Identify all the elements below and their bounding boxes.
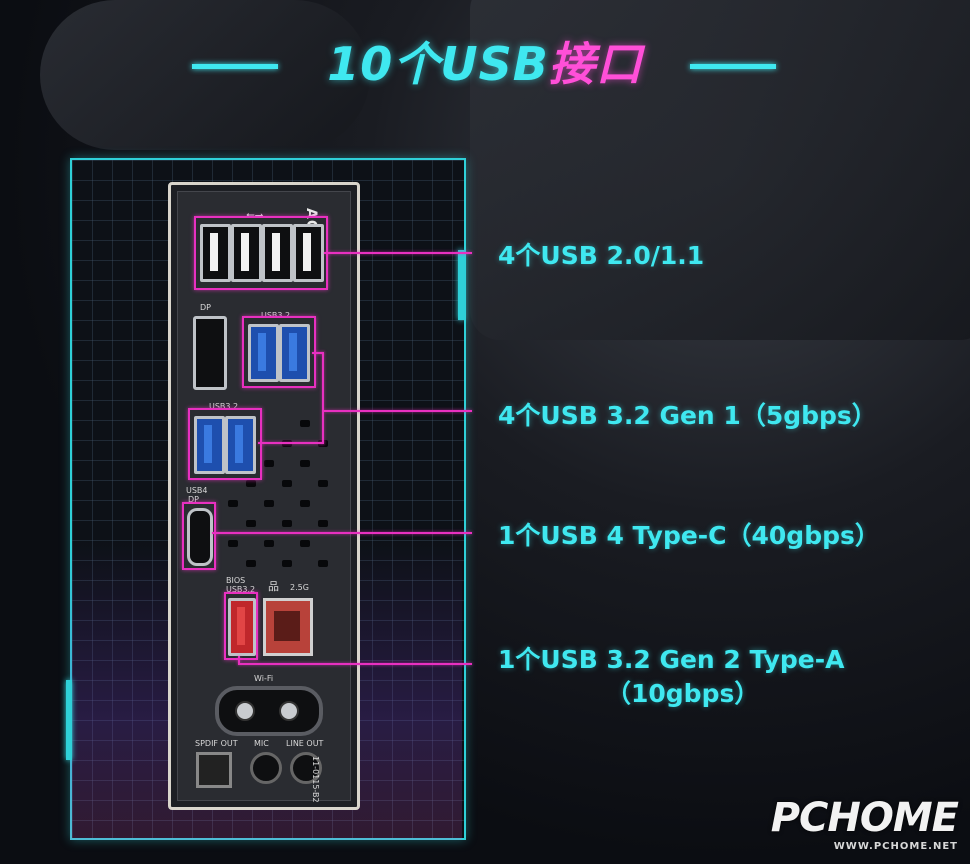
vent [318,520,328,527]
usb4-dp-label: DP [188,495,199,504]
callout-usb4: 1个USB 4 Type-C（40gbps） [498,521,880,550]
leader-line-usb32g2-b [238,663,472,665]
lineout-label: LINE OUT [286,739,324,748]
antenna-connector [279,701,299,721]
vent [246,520,256,527]
vent [246,480,256,487]
usb2-port-2 [231,224,262,282]
usb2-port-1 [200,224,231,282]
usb32-gen2-port [228,598,256,656]
vent [300,460,310,467]
spdif-port [196,752,232,788]
wifi-label: Wi-Fi [254,674,274,683]
usb4-type-c-port [187,508,213,566]
displayport [193,316,227,390]
callout-usb2: 4个USB 2.0/1.1 [498,241,705,270]
part-number: 11-0115-B2 [311,756,320,803]
title-bar: 10个USB接口 [0,34,970,98]
leader-line-usb32-b [322,352,324,444]
leader-line-usb32-d [324,410,472,412]
dp-label: DP [200,303,211,312]
lan-port [263,598,313,656]
highlight-usb2 [194,216,328,290]
background-robot-arm [40,0,370,150]
vent [264,460,274,467]
pchome-url: WWW.PCHOME.NET [833,841,958,852]
usb4-label: USB4 [186,486,208,495]
rear-io-shield [168,182,360,810]
wifi-antenna-module [215,686,323,736]
network-icon: 品 [268,580,279,593]
vent [300,420,310,427]
callout-usb32-gen1: 4个USB 3.2 Gen 1（5gbps） [498,401,877,430]
title-dash-left [192,64,278,69]
vent [228,500,238,507]
vent [228,540,238,547]
bios-label: BIOS [226,576,246,585]
background-robot [470,0,970,340]
vent [318,480,328,487]
callout-usb32-gen2-speed: （10gbps） [606,679,760,708]
leader-line-usb32-c [258,442,324,444]
usb32-mid-label: USB3.2 [209,402,239,411]
usb2-port-4 [293,224,324,282]
highlight-usb32-mid [188,408,262,480]
callout-usb32-gen2: 1个USB 3.2 Gen 2 Type-A [498,645,845,674]
pchome-watermark: PCHOME WWW.PCHOME.NET [770,795,959,852]
leader-line-usb4 [212,532,472,534]
vent [282,560,292,567]
vent [318,560,328,567]
line-out-jack [290,752,322,784]
frame-accent-right [458,250,464,320]
highlight-usb4 [182,502,216,570]
pchome-logo: PCHOME [770,795,959,841]
usb2-port-3 [262,224,293,282]
usb32-top-label: USB3.2 [261,311,291,320]
bios-usb32-label: USB3.2 [226,585,256,594]
leader-line-usb32g2-a [238,656,240,664]
frame-accent-left [66,680,72,760]
vent [300,540,310,547]
leader-line-usb32-a [312,352,324,354]
mic-jack [250,752,282,784]
spdif-label: SPDIF OUT [195,739,238,748]
lan-label: 2.5G [290,583,309,592]
mic-label: MIC [254,739,269,748]
usb32-port-1 [248,324,279,382]
vent [264,500,274,507]
vent [282,480,292,487]
title-dash-right [690,64,776,69]
page-title: 10个USB接口 [327,37,643,91]
antenna-connector [235,701,255,721]
highlight-usb32-top [242,316,316,388]
vent [282,520,292,527]
usb32-port-2 [279,324,310,382]
vent [300,500,310,507]
vent [264,540,274,547]
highlight-usb32-gen2 [224,592,258,660]
usb32-port-4 [225,416,256,474]
leader-line-usb2 [324,252,472,254]
usb32-port-3 [194,416,225,474]
vent [246,560,256,567]
